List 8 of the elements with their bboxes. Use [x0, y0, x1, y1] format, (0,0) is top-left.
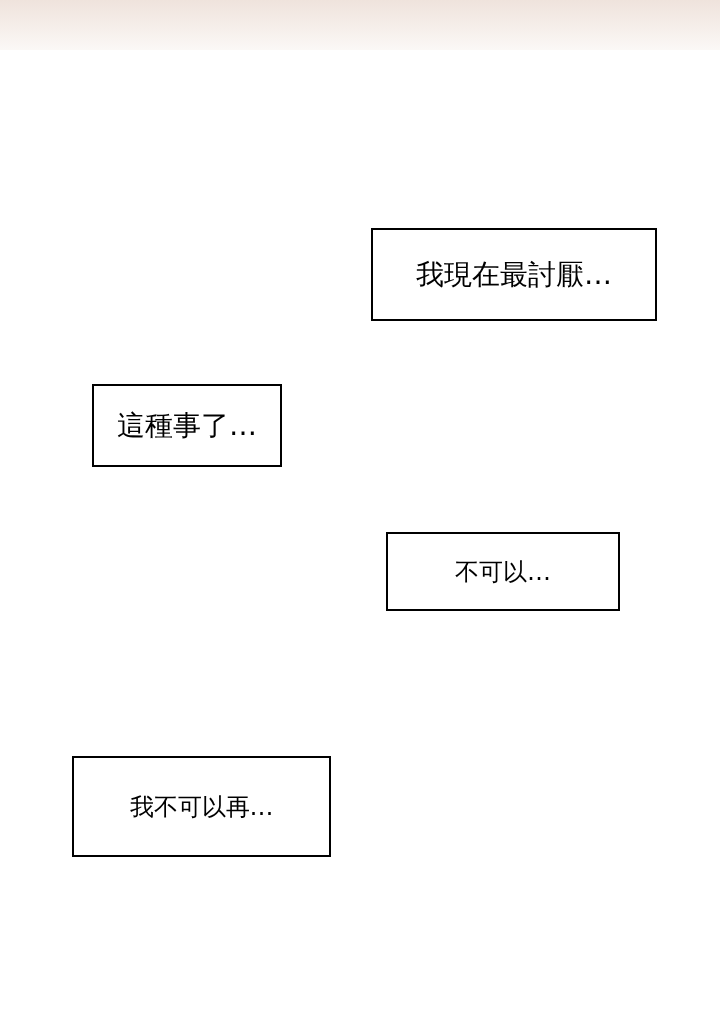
- speech-box: [371, 228, 657, 321]
- speech-box: [72, 756, 331, 857]
- dialogue-text: 我不可以再…: [129, 791, 274, 822]
- speech-box: [386, 532, 620, 611]
- speech-box: [92, 384, 282, 467]
- dialogue-text: 我現在最討厭…: [416, 257, 612, 292]
- dialogue-text: 這種事了…: [117, 408, 257, 443]
- dialogue-text: 不可以…: [455, 556, 551, 587]
